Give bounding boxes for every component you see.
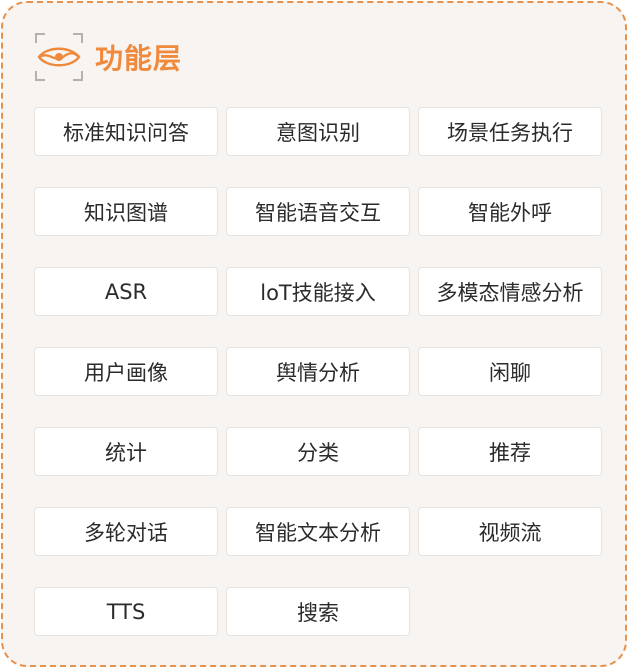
feature-chip: ASR xyxy=(34,267,218,316)
feature-chip: 分类 xyxy=(226,427,410,476)
feature-chip: TTS xyxy=(34,587,218,636)
feature-chip: 标准知识问答 xyxy=(34,107,218,156)
feature-chip: 统计 xyxy=(34,427,218,476)
feature-chip: 场景任务执行 xyxy=(418,107,602,156)
feature-chip: 智能语音交互 xyxy=(226,187,410,236)
feature-chip: 智能外呼 xyxy=(418,187,602,236)
panel-title: 功能层 xyxy=(95,42,183,75)
feature-chip: 用户画像 xyxy=(34,347,218,396)
feature-chip: 知识图谱 xyxy=(34,187,218,236)
feature-chip: 视频流 xyxy=(418,507,602,556)
feature-chip: 智能文本分析 xyxy=(226,507,410,556)
eye-scan-icon xyxy=(35,33,83,81)
feature-chip: 意图识别 xyxy=(226,107,410,156)
feature-chip: 推荐 xyxy=(418,427,602,476)
panel-header: 功能层 xyxy=(33,31,182,83)
feature-chip: loT技能接入 xyxy=(226,267,410,316)
feature-chip: 舆情分析 xyxy=(226,347,410,396)
feature-chip: 多轮对话 xyxy=(34,507,218,556)
feature-chip: 闲聊 xyxy=(418,347,602,396)
feature-chip: 搜索 xyxy=(226,587,410,636)
feature-chip: 多模态情感分析 xyxy=(418,267,602,316)
feature-grid: 标准知识问答 意图识别 场景任务执行 知识图谱 智能语音交互 智能外呼 ASR … xyxy=(34,107,606,636)
